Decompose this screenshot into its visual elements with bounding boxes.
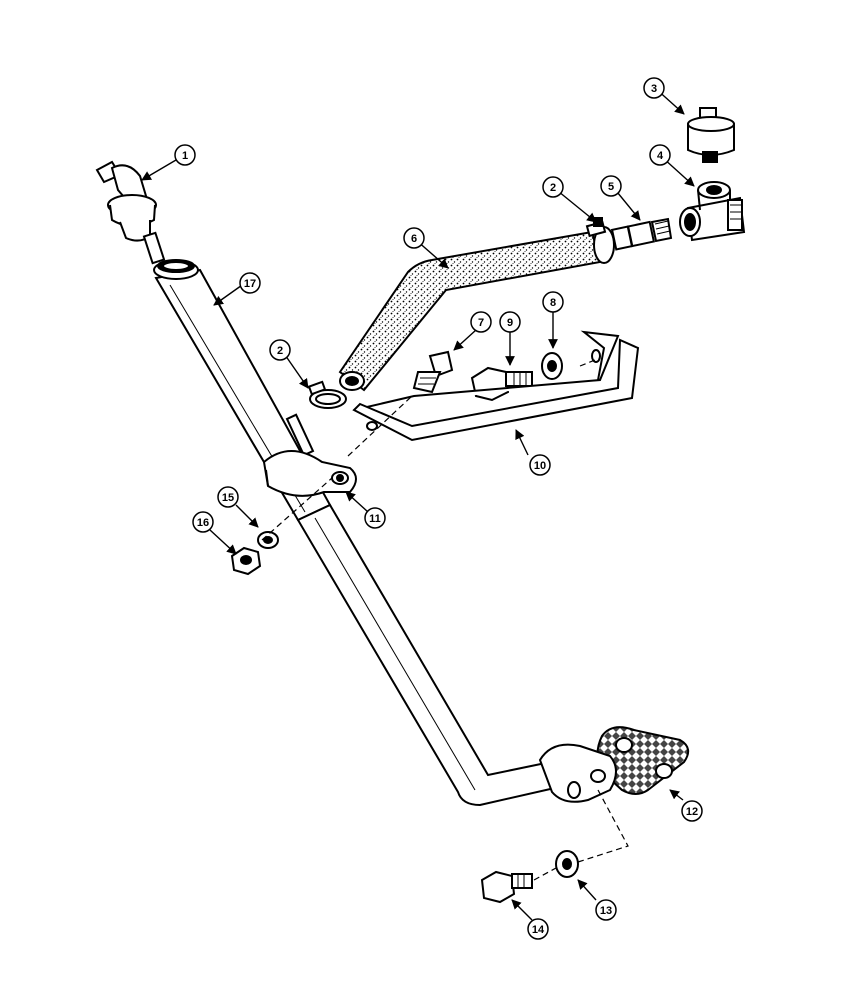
tee-fitting-part-4 — [679, 181, 746, 242]
callout-11: 11 — [364, 507, 386, 529]
callout-label-14: 14 — [532, 924, 545, 936]
callout-label-9: 9 — [507, 317, 513, 329]
callout-12: 12 — [681, 800, 703, 822]
sensor-part-3 — [687, 107, 735, 163]
callout-7: 7 — [470, 311, 492, 333]
knob-part-1 — [95, 160, 166, 265]
bolt-part-7 — [412, 350, 454, 394]
callout-1: 1 — [174, 144, 196, 166]
bolt-part-9 — [470, 366, 533, 402]
callout-label-2b: 2 — [277, 345, 283, 357]
callout-16: 16 — [192, 511, 214, 533]
callout-label-15: 15 — [222, 492, 234, 504]
callout-6: 6 — [403, 227, 425, 249]
callout-14: 14 — [527, 918, 549, 940]
callout-label-1: 1 — [182, 150, 188, 162]
callout-label-3: 3 — [651, 83, 657, 95]
callout-9: 9 — [499, 311, 521, 333]
pedal-plate — [538, 743, 617, 803]
callout-label-11: 11 — [369, 513, 381, 525]
washer-part-15 — [257, 531, 279, 549]
hose-clamp-part-2-upper — [585, 217, 615, 264]
callout-label-8: 8 — [550, 297, 556, 309]
hose-clamp-part-2-lower — [307, 380, 347, 409]
assembly-dash-lines — [261, 357, 629, 881]
callout-label-17: 17 — [244, 278, 256, 290]
callout-label-2a: 2 — [550, 182, 556, 194]
callout-label-13: 13 — [600, 905, 612, 917]
callout-3: 3 — [643, 77, 665, 99]
callout-15: 15 — [217, 486, 239, 508]
bracket-part-10 — [352, 330, 640, 442]
callout-label-4: 4 — [657, 150, 664, 162]
callout-label-5: 5 — [608, 181, 614, 193]
hose-part-6 — [338, 230, 602, 392]
washer-part-13 — [555, 850, 579, 878]
nut-part-16 — [230, 546, 262, 576]
callout-label-7: 7 — [478, 317, 484, 329]
callout-label-6: 6 — [411, 233, 417, 245]
callout-4: 4 — [649, 144, 671, 166]
callout-8: 8 — [542, 291, 564, 313]
callout-leaders — [141, 87, 695, 921]
bolt-part-14 — [480, 870, 533, 904]
washer-part-8 — [541, 352, 563, 380]
adapter-part-5 — [610, 217, 673, 251]
callout-label-10: 10 — [534, 460, 546, 472]
callout-5: 5 — [600, 175, 622, 197]
callout-2-upper: 2 — [542, 176, 564, 198]
callout-17: 17 — [239, 272, 261, 294]
callout-label-16: 16 — [197, 517, 209, 529]
callout-10: 10 — [529, 454, 551, 476]
callout-13: 13 — [595, 899, 617, 921]
clamp-part-11 — [262, 413, 357, 497]
callout-label-12: 12 — [686, 806, 698, 818]
callout-2-lower: 2 — [269, 339, 291, 361]
